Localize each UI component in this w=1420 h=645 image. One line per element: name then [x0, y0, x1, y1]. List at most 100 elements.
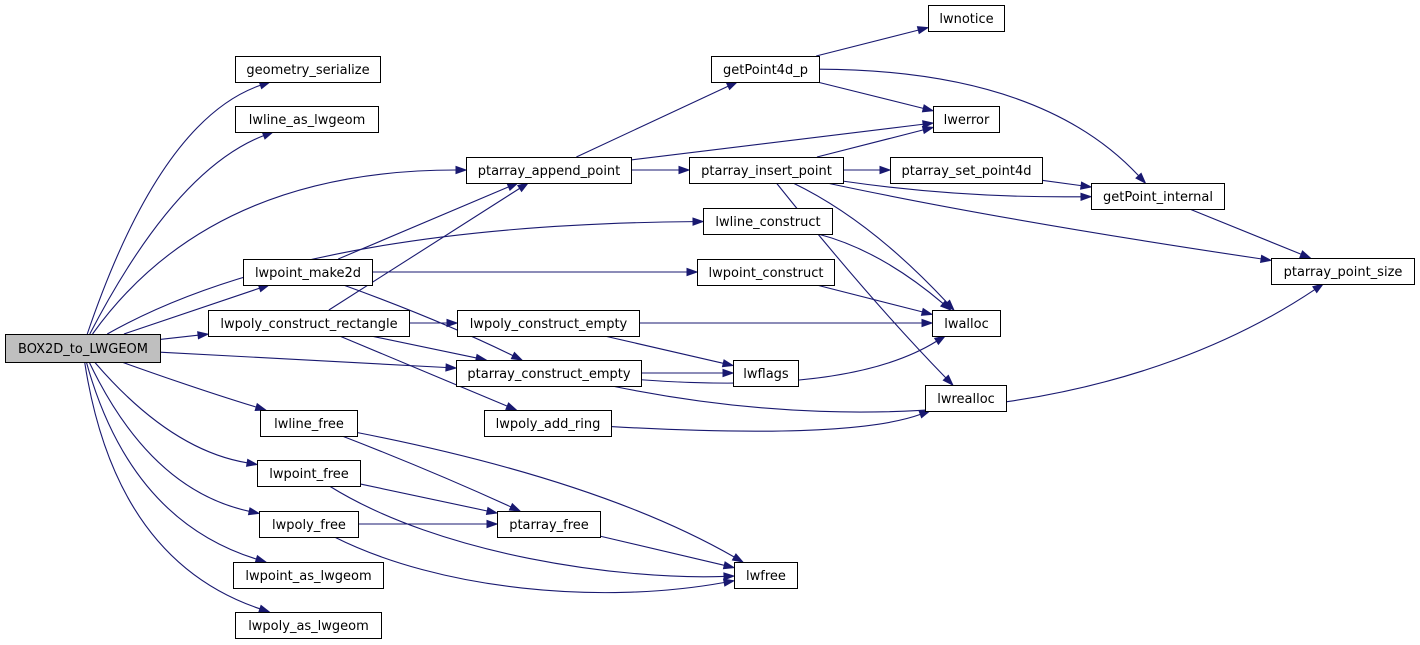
arrowhead-lwpoly-free	[247, 507, 261, 516]
node-lwerror[interactable]: lwerror	[933, 106, 1000, 133]
node-label: lwpoly_construct_empty	[470, 317, 628, 332]
node-lwpoly-construct-rectangle[interactable]: lwpoly_construct_rectangle	[208, 310, 410, 337]
edge-getpoint4d-p-to-lwerror	[817, 81, 924, 109]
arrowhead-getpoint-internal	[1135, 172, 1147, 185]
node-lwpoint-as-lwgeom[interactable]: lwpoint_as_lwgeom	[233, 562, 384, 589]
node-box	[711, 56, 820, 83]
node-ptarray-construct-empty[interactable]: ptarray_construct_empty	[456, 360, 642, 387]
node-label: lwfree	[746, 569, 786, 584]
node-lwfree[interactable]: lwfree	[734, 562, 798, 589]
node-label: ptarray_construct_empty	[467, 367, 630, 382]
edge-box2d-to-lwgeom-to-lwpoint-make2d	[123, 287, 260, 335]
node-box	[5, 334, 161, 363]
edges-layer	[84, 26, 1325, 613]
node-lwrealloc[interactable]: lwrealloc	[925, 385, 1007, 412]
node-geometry-serialize[interactable]: geometry_serialize	[235, 56, 381, 83]
node-box	[1091, 183, 1225, 210]
arrowhead-getpoint-internal	[1080, 181, 1093, 190]
arrowhead-lwpoint-free	[245, 458, 259, 467]
arrowhead-lwerror	[921, 104, 935, 113]
arrowhead-lwpoly-add-ring	[505, 402, 518, 411]
arrowhead-lwerror	[921, 125, 935, 135]
node-lwline-construct[interactable]: lwline_construct	[703, 208, 833, 235]
node-label: lwpoint_free	[269, 467, 349, 482]
node-box	[235, 612, 382, 639]
node-label: lwpoly_as_lwgeom	[248, 619, 369, 634]
edge-ptarray-construct-empty-to-ptarray-point-size	[611, 289, 1316, 413]
edge-ptarray-append-point-to-lwerror	[630, 123, 924, 161]
node-label: getPoint4d_p	[723, 63, 808, 78]
arrowhead-lwpoly-construct-empty	[446, 318, 459, 328]
edge-lwpoly-free-to-lwfree	[334, 536, 725, 594]
node-lwflags[interactable]: lwflags	[733, 360, 799, 387]
edge-getpoint4d-p-to-lwnotice	[816, 29, 919, 57]
node-label: lwpoint_make2d	[255, 266, 361, 281]
nodes-layer: BOX2D_to_LWGEOM geometry_serialize lwline_…	[5, 5, 1415, 639]
node-lwpoly-add-ring[interactable]: lwpoly_add_ring	[484, 410, 612, 437]
arrowhead-ptarray-free	[508, 502, 522, 512]
node-label: ptarray_insert_point	[701, 164, 832, 179]
node-box	[689, 157, 844, 184]
arrowhead-lwpoly-as-lwgeom	[258, 604, 271, 613]
edge-box2d-to-lwgeom-to-lwpoly-construct-rectangle	[159, 334, 199, 340]
node-lwpoly-construct-empty[interactable]: lwpoly_construct_empty	[457, 310, 640, 337]
edge-box2d-to-lwgeom-to-lwpoly-as-lwgeom	[84, 361, 261, 610]
node-getpoint4d-p[interactable]: getPoint4d_p	[711, 56, 820, 83]
node-box	[259, 511, 359, 538]
node-box	[933, 106, 1000, 133]
node-ptarray-append-point[interactable]: ptarray_append_point	[466, 157, 632, 184]
arrowhead-ptarray-point-size	[1312, 283, 1325, 294]
edge-ptarray-insert-point-to-lwalloc	[792, 182, 948, 304]
node-lwpoly-free[interactable]: lwpoly_free	[259, 511, 359, 538]
node-ptarray-free[interactable]: ptarray_free	[497, 511, 601, 538]
node-lwpoint-free[interactable]: lwpoint_free	[257, 460, 361, 487]
node-ptarray-insert-point[interactable]: ptarray_insert_point	[689, 157, 844, 184]
arrowhead-ptarray-point-size	[1259, 254, 1273, 263]
node-box	[1271, 258, 1415, 285]
node-label: getPoint_internal	[1103, 190, 1213, 205]
node-lwalloc[interactable]: lwalloc	[932, 310, 1001, 337]
node-box	[734, 562, 798, 589]
edge-lwpoly-construct-empty-to-lwflags	[604, 335, 724, 364]
node-box	[484, 410, 612, 437]
edge-box2d-to-lwgeom-to-lwpoint-as-lwgeom	[85, 361, 257, 560]
edge-lwline-free-to-ptarray-free	[341, 435, 512, 508]
node-label: lwerror	[944, 113, 990, 128]
node-lwpoly-as-lwgeom[interactable]: lwpoly_as_lwgeom	[235, 612, 382, 639]
arrowhead-lwline-as-lwgeom	[261, 131, 275, 140]
arrowhead-ptarray-construct-empty	[510, 351, 524, 361]
node-lwnotice[interactable]: lwnotice	[928, 5, 1005, 32]
node-box	[208, 310, 410, 337]
node-ptarray-point-size[interactable]: ptarray_point_size	[1271, 258, 1415, 285]
node-box	[697, 259, 835, 286]
arrowhead-ptarray-point-size	[1299, 250, 1312, 259]
node-lwpoint-construct[interactable]: lwpoint_construct	[697, 259, 835, 286]
node-box	[260, 410, 358, 437]
node-box	[257, 460, 361, 487]
edge-lwpoint-free-to-lwfree	[329, 485, 725, 578]
arrowhead-getpoint4d-p	[725, 81, 739, 91]
edge-getpoint-internal-to-ptarray-point-size	[1189, 208, 1302, 255]
edge-ptarray-insert-point-to-ptarray-point-size	[826, 182, 1262, 260]
node-box	[456, 360, 642, 387]
node-lwline-free[interactable]: lwline_free	[260, 410, 358, 437]
node-lwpoint-make2d[interactable]: lwpoint_make2d	[243, 259, 373, 286]
node-lwline-as-lwgeom[interactable]: lwline_as_lwgeom	[235, 106, 379, 133]
edge-getpoint4d-p-to-getpoint-internal	[818, 68, 1139, 177]
node-label: lwrealloc	[937, 392, 995, 407]
edge-ptarray-append-point-to-getpoint4d-p	[576, 85, 729, 158]
edge-ptarray-construct-empty-to-lwalloc	[640, 340, 937, 384]
arrowhead-ptarray-append-point	[506, 182, 520, 191]
node-label: ptarray_append_point	[478, 164, 621, 179]
node-label: geometry_serialize	[246, 63, 369, 78]
arrowhead-lwfree	[722, 561, 736, 570]
node-box	[703, 208, 833, 235]
node-box2d-to-lwgeom[interactable]: BOX2D_to_LWGEOM	[5, 334, 161, 363]
node-box	[890, 157, 1043, 184]
arrowhead-lwflags	[722, 368, 735, 378]
node-getpoint-internal[interactable]: getPoint_internal	[1091, 183, 1225, 210]
node-ptarray-set-point4d[interactable]: ptarray_set_point4d	[890, 157, 1043, 184]
edge-lwpoint-construct-to-lwalloc	[816, 284, 923, 313]
node-label: lwline_free	[274, 417, 344, 432]
node-box	[243, 259, 373, 286]
